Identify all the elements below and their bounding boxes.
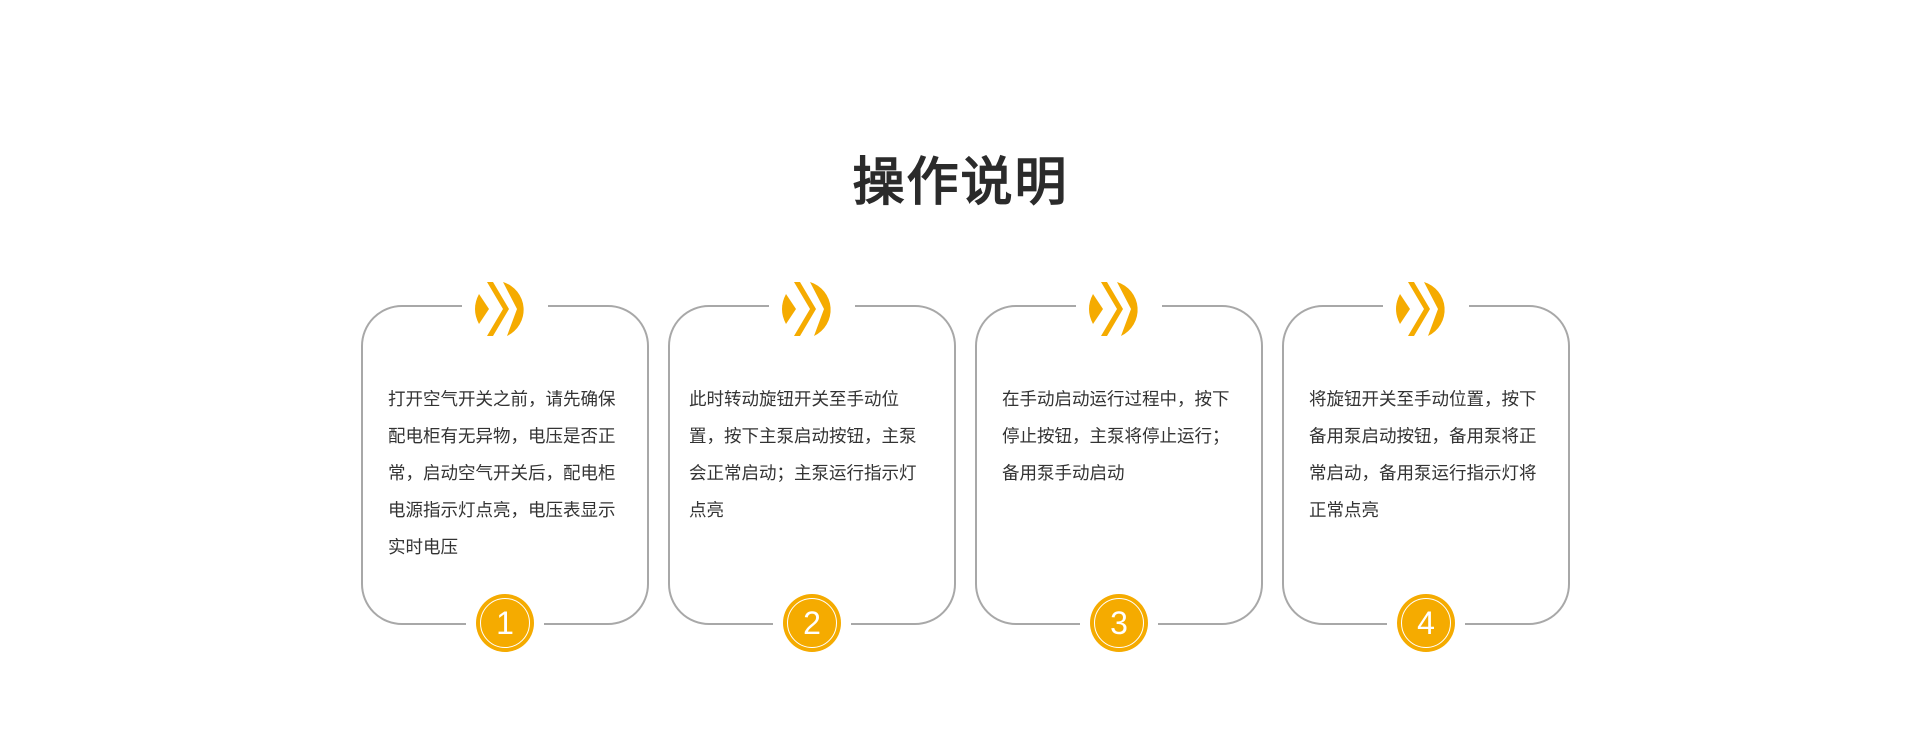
card-frame: [975, 305, 1263, 625]
double-chevron-right-icon: [1089, 282, 1138, 336]
step-card-1: 打开空气开关之前，请先确保配电柜有无异物，电压是否正常，启动空气开关后，配电柜电…: [361, 282, 649, 652]
step-number: 1: [496, 605, 514, 641]
step-number-badge: 2: [783, 594, 841, 652]
step-number: 4: [1417, 605, 1435, 641]
step-number-badge: 1: [476, 594, 534, 652]
step-text: 打开空气开关之前，请先确保配电柜有无异物，电压是否正常，启动空气开关后，配电柜电…: [388, 390, 616, 558]
card-frame: [361, 305, 649, 625]
step-number: 3: [1110, 605, 1128, 641]
card-frame: [1282, 305, 1570, 625]
step-text: 在手动启动运行过程中，按下停止按钮，主泵将停止运行；备用泵手动启动: [1002, 390, 1230, 484]
double-chevron-right-icon: [1396, 282, 1445, 336]
step-text: 将旋钮开关至手动位置，按下备用泵启动按钮，备用泵将正常启动，备用泵运行指示灯将正…: [1309, 390, 1537, 521]
step-number-badge: 3: [1090, 594, 1148, 652]
page-title: 操作说明: [852, 153, 1069, 213]
step-number: 2: [803, 605, 821, 641]
double-chevron-right-icon: [475, 282, 524, 336]
step-card-4: 将旋钮开关至手动位置，按下备用泵启动按钮，备用泵将正常启动，备用泵运行指示灯将正…: [1282, 282, 1570, 652]
step-number-badge: 4: [1397, 594, 1455, 652]
step-card-2: 此时转动旋钮开关至手动位置，按下主泵启动按钮，主泵会正常启动；主泵运行指示灯点亮…: [668, 282, 956, 652]
card-frame: [668, 305, 956, 625]
step-text: 此时转动旋钮开关至手动位置，按下主泵启动按钮，主泵会正常启动；主泵运行指示灯点亮: [689, 390, 917, 521]
step-card-3: 在手动启动运行过程中，按下停止按钮，主泵将停止运行；备用泵手动启动 3: [975, 282, 1263, 652]
double-chevron-right-icon: [782, 282, 831, 336]
